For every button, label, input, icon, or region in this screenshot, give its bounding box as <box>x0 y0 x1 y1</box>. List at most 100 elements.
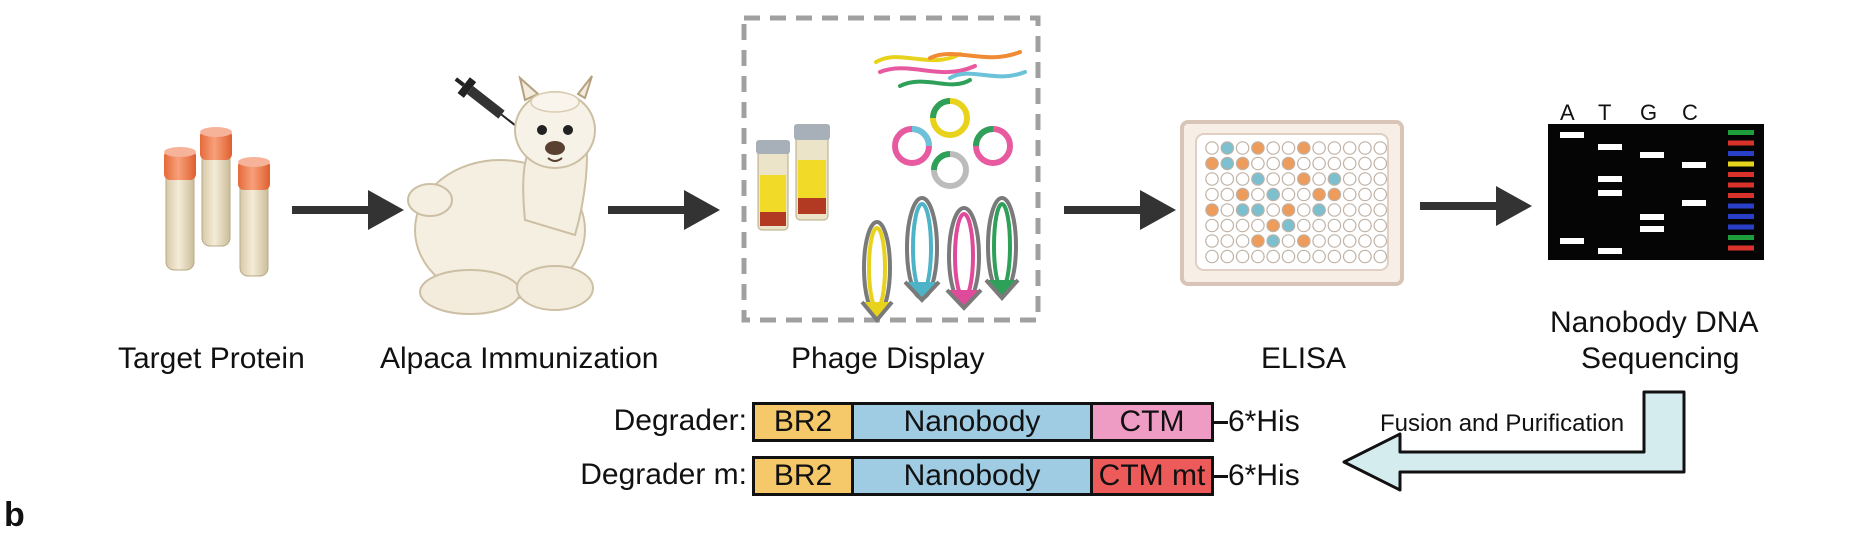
elisa-well <box>1281 234 1296 248</box>
elisa-well <box>1297 156 1311 171</box>
elisa-well <box>1251 141 1265 155</box>
elisa-well <box>1235 172 1250 186</box>
gel-band <box>1598 144 1622 150</box>
arrow-icon <box>1064 190 1176 230</box>
elisa-well <box>1312 141 1326 155</box>
panel-letter: b <box>4 496 25 534</box>
elisa-well <box>1373 187 1388 202</box>
elisa-well <box>1235 187 1250 202</box>
elisa-well <box>1327 249 1342 264</box>
dna-gel-icon <box>1548 124 1764 260</box>
elisa-well <box>1327 187 1342 202</box>
elisa-well <box>1281 249 1296 264</box>
elisa-well <box>1312 218 1326 233</box>
elisa-well <box>1342 203 1357 217</box>
gel-band <box>1598 190 1622 196</box>
elisa-well <box>1373 172 1388 186</box>
workflow-graphics <box>164 15 1764 492</box>
construct-degrader-m: Degrader m: BR2 Nanobody CTM mt 6*His <box>580 454 1300 498</box>
elisa-well <box>1205 172 1219 186</box>
gel-lane-label: C <box>1682 100 1698 125</box>
phage-display-box <box>741 15 1041 323</box>
elisa-well <box>1358 203 1372 217</box>
ladder-band <box>1728 182 1754 188</box>
elisa-well <box>1220 249 1235 264</box>
segment-br2: BR2 <box>752 402 854 442</box>
elisa-well <box>1205 249 1219 264</box>
tube-icon <box>200 127 232 247</box>
segment-ctm-mt: CTM mt <box>1090 456 1214 496</box>
elisa-well <box>1281 156 1296 171</box>
gel-lane-label: T <box>1598 100 1612 125</box>
elisa-well <box>1342 234 1357 248</box>
elisa-well <box>1220 187 1235 202</box>
elisa-well <box>1205 141 1219 155</box>
segment-nanobody: Nanobody <box>851 402 1093 442</box>
elisa-well <box>1235 234 1250 248</box>
elisa-well <box>1266 187 1280 202</box>
ladder-band <box>1728 245 1754 251</box>
elisa-well <box>1251 249 1265 264</box>
construct-name: Degrader m: <box>580 458 747 491</box>
elisa-well <box>1266 234 1280 248</box>
elisa-well <box>1235 141 1250 155</box>
elisa-well <box>1235 218 1250 233</box>
workflow-figure: A T G C Target Protein Alpaca Immunizati… <box>4 15 1764 534</box>
elisa-well <box>1266 141 1280 155</box>
step-label-target-protein: Target Protein <box>118 342 305 375</box>
elisa-well <box>1281 218 1296 233</box>
gel-band <box>1560 132 1584 138</box>
gel-band <box>1598 176 1622 182</box>
segment-ctm: CTM <box>1090 402 1214 442</box>
gel-band <box>1640 214 1664 220</box>
elisa-well <box>1220 156 1235 171</box>
step-label-sequencing: Sequencing <box>1581 342 1740 375</box>
arrow-icon <box>1420 186 1532 226</box>
linker-line <box>1214 474 1228 478</box>
elisa-well <box>1220 141 1235 155</box>
elisa-well <box>1297 218 1311 233</box>
elisa-well <box>1312 172 1326 186</box>
elisa-well <box>1251 187 1265 202</box>
gel-band <box>1560 238 1584 244</box>
arrow-icon <box>292 190 404 230</box>
elisa-well <box>1373 203 1388 217</box>
tube-icon <box>238 157 270 277</box>
elisa-well <box>1342 218 1357 233</box>
elisa-well <box>1235 203 1250 217</box>
elisa-well <box>1281 187 1296 202</box>
ladder-band <box>1728 151 1754 156</box>
elisa-well <box>1312 156 1326 171</box>
elisa-plate-icon <box>1180 120 1404 286</box>
dna-strands-icon <box>874 50 1027 88</box>
elisa-well <box>1235 249 1250 264</box>
elisa-well <box>1297 203 1311 217</box>
syringe-icon <box>454 77 528 136</box>
elisa-well <box>1251 203 1265 217</box>
elisa-well <box>1205 234 1219 248</box>
elisa-well <box>1358 172 1372 186</box>
elisa-well <box>1358 218 1372 233</box>
elisa-well <box>1312 187 1326 202</box>
elisa-well <box>1297 172 1311 186</box>
elisa-well <box>1373 141 1388 155</box>
tube-icon <box>164 147 196 271</box>
elisa-well <box>1342 249 1357 264</box>
gel-band <box>1640 226 1664 232</box>
elisa-well <box>1327 156 1342 171</box>
elisa-well <box>1251 234 1265 248</box>
ladder-band <box>1728 130 1754 135</box>
elisa-well <box>1220 203 1235 217</box>
elisa-well <box>1358 234 1372 248</box>
phage-vials-icon <box>756 124 830 231</box>
gel-lane-label: A <box>1560 100 1575 125</box>
elisa-well <box>1220 218 1235 233</box>
elisa-well <box>1266 249 1280 264</box>
elisa-well <box>1205 203 1219 217</box>
segment-br2: BR2 <box>752 456 854 496</box>
elisa-well <box>1312 203 1326 217</box>
step-label-alpaca-immunization: Alpaca Immunization <box>380 342 659 375</box>
ladder-band <box>1728 172 1754 177</box>
elisa-well <box>1327 234 1342 248</box>
gel-band <box>1682 200 1706 206</box>
